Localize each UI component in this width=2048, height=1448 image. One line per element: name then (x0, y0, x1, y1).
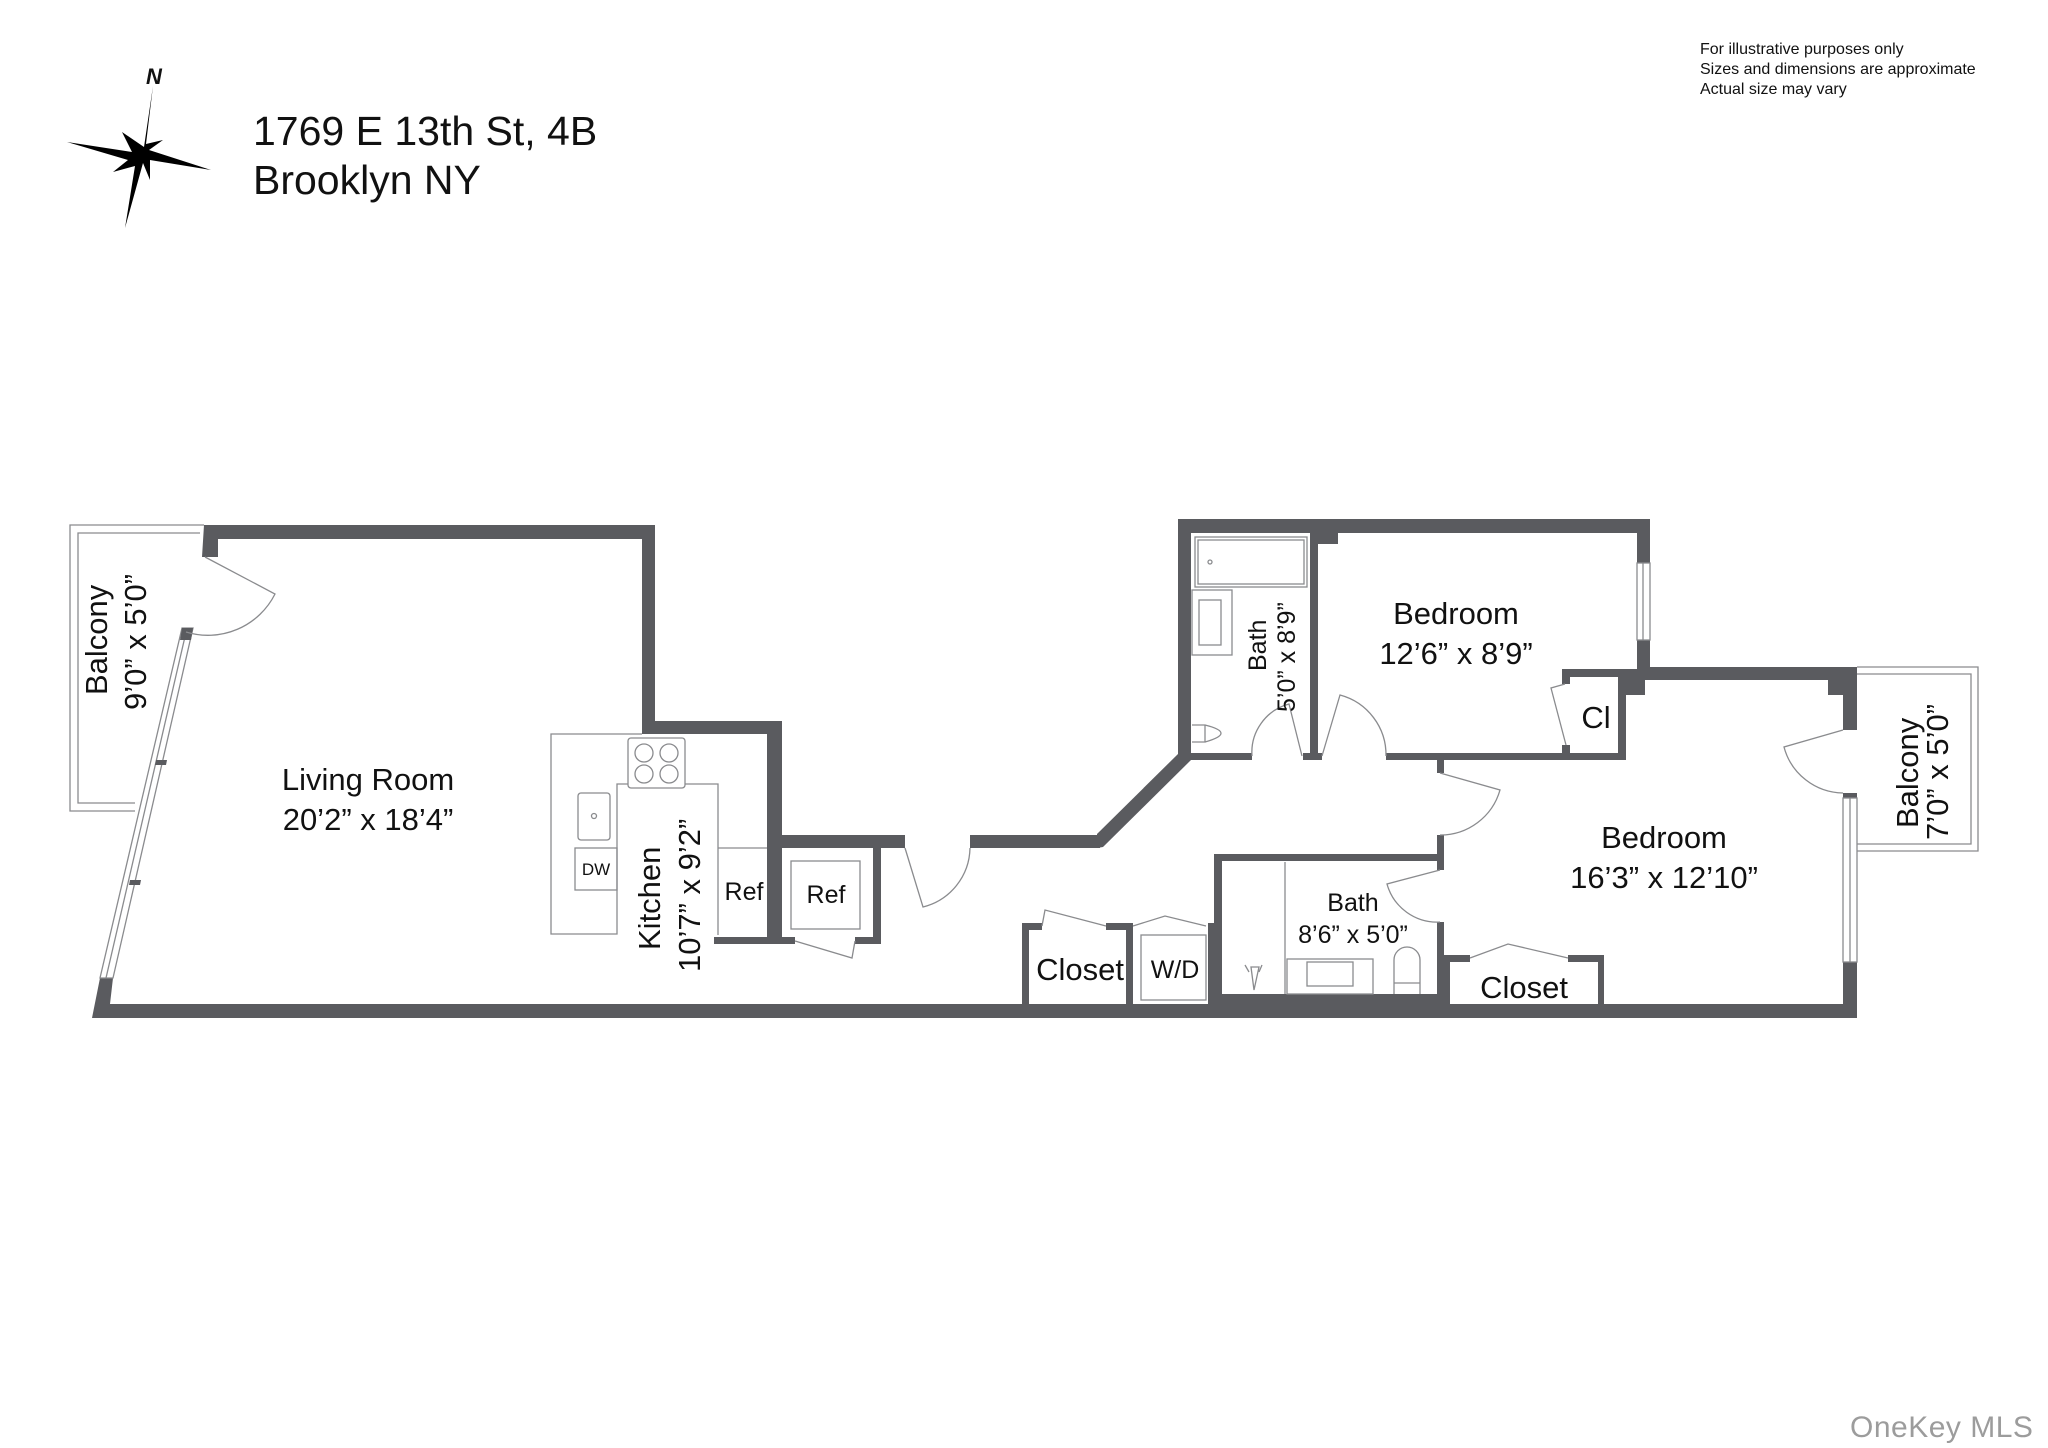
kitchen-name: Kitchen (632, 847, 667, 950)
compass-north-label: N (146, 64, 163, 89)
bath-fixtures (1140, 536, 1421, 1001)
bath-1-name: Bath (1244, 620, 1272, 671)
disclaimer-line-1: For illustrative purposes only (1700, 41, 1904, 58)
kitchen-size: 10’7” x 9’2” (672, 819, 707, 972)
doors (185, 556, 1844, 959)
stove-icon (627, 737, 686, 789)
laundry-label: W/D (1151, 956, 1200, 984)
balcony-west-name: Balcony (79, 584, 114, 695)
compass-icon: N (67, 64, 211, 228)
mls-watermark: OneKey MLS (1850, 1411, 2034, 1444)
bedroom-1-name: Bedroom (1393, 596, 1519, 631)
balcony-west-size: 9’0” x 5’0” (118, 574, 153, 710)
address-block: 1769 E 13th St, 4B Brooklyn NY (253, 107, 597, 205)
closet-hall-label: Closet (1036, 952, 1124, 987)
washer-dryer-box (1140, 934, 1207, 1001)
dishwasher-label: DW (582, 860, 610, 879)
vanity-2-icon (1286, 958, 1374, 995)
vanity-1-icon (1191, 589, 1233, 656)
dishwasher-box (574, 847, 618, 891)
fridge-alcove-label: Ref (807, 881, 846, 909)
balcony-east (1857, 666, 1979, 852)
bedroom-1-size: 12’6” x 8’9” (1379, 636, 1532, 671)
disclaimer-line-3: Actual size may vary (1700, 81, 1847, 98)
kitchen-fixtures (550, 733, 861, 935)
closet-bedroom-label: Closet (1480, 970, 1568, 1005)
bedroom-2-name: Bedroom (1601, 820, 1727, 855)
fridge-alcove-box (790, 860, 861, 930)
address-line-1: 1769 E 13th St, 4B (253, 108, 598, 154)
closet-cl-label: Cl (1581, 700, 1610, 735)
disclaimer: For illustrative purposes only Sizes and… (1700, 40, 1976, 100)
shower-head-icon (1244, 964, 1263, 991)
address-line-2: Brooklyn NY (253, 157, 481, 203)
bath-2-name: Bath (1327, 889, 1378, 917)
bedroom-2-size: 16’3” x 12’10” (1570, 860, 1758, 895)
room-labels: Balcony 9’0” x 5’0” Living Room 20’2” x … (79, 574, 1955, 1005)
windows (99, 562, 1858, 979)
balcony-west (69, 524, 204, 812)
living-room-name: Living Room (282, 762, 454, 797)
fridge-kitchen-label: Ref (725, 878, 764, 906)
toilet-2-icon (1393, 946, 1421, 994)
bath-1-size: 5’0” x 8’9” (1273, 602, 1301, 712)
living-room-size: 20’2” x 18’4” (283, 802, 454, 837)
sink-icon (577, 792, 611, 841)
bathtub-icon (1194, 536, 1308, 588)
toilet-1-icon (1192, 724, 1222, 743)
walls (92, 519, 1857, 1018)
balcony-east-name: Balcony (1890, 717, 1925, 828)
balcony-east-size: 7’0” x 5’0” (1920, 704, 1955, 840)
disclaimer-line-2: Sizes and dimensions are approximate (1700, 61, 1976, 78)
bath-2-size: 8’6” x 5’0” (1298, 921, 1408, 949)
